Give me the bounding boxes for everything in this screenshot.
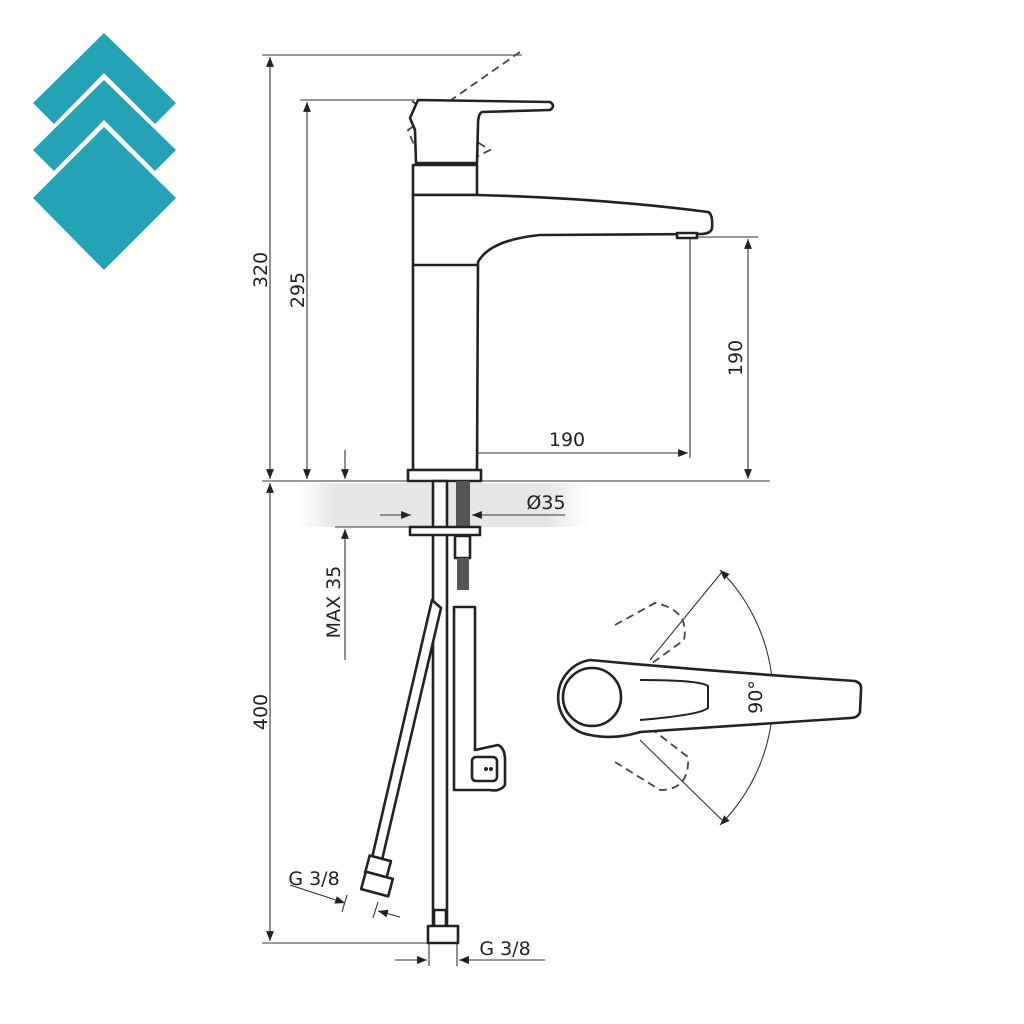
logo-diamond	[33, 127, 176, 270]
drawing-line	[453, 534, 472, 560]
lever-top-view	[556, 602, 863, 791]
label-g38-bottom: G 3/8	[479, 938, 530, 960]
label-max-35: MAX 35	[323, 566, 345, 639]
drawing-line	[426, 924, 460, 945]
drawing-line	[489, 767, 493, 771]
label-g38-left: G 3/8	[288, 868, 339, 890]
drawing-line	[457, 558, 469, 590]
drawing-line	[675, 231, 699, 240]
drawing-line	[639, 739, 723, 821]
label-295: 295	[287, 272, 309, 308]
drawing-line	[649, 571, 723, 661]
drawing-line	[359, 870, 395, 898]
drawing-line	[377, 909, 401, 918]
logo	[33, 33, 176, 270]
drawing-line	[561, 666, 623, 728]
label-diameter-35: Ø35	[526, 492, 565, 514]
logo-chevron-middle	[33, 80, 176, 171]
drawing-line	[341, 894, 348, 913]
dimension-labels: 320 295 190 190 Ø35 MAX 35 400 G 3/8 G 3…	[250, 252, 767, 960]
faucet-side-view	[359, 51, 714, 945]
label-90-degrees: 90°	[745, 680, 767, 714]
drawing-line	[484, 767, 488, 771]
drawing-line	[289, 884, 346, 904]
drawing-line	[406, 468, 483, 483]
label-190-horizontal: 190	[549, 429, 585, 451]
label-400: 400	[250, 694, 272, 730]
drawing-line	[456, 481, 470, 531]
label-320: 320	[250, 252, 272, 288]
logo-chevron-top	[33, 33, 176, 124]
label-190-vertical: 190	[725, 340, 747, 376]
drawing-line	[372, 901, 379, 919]
drawing-line	[408, 525, 482, 537]
drawing-line	[431, 479, 449, 933]
